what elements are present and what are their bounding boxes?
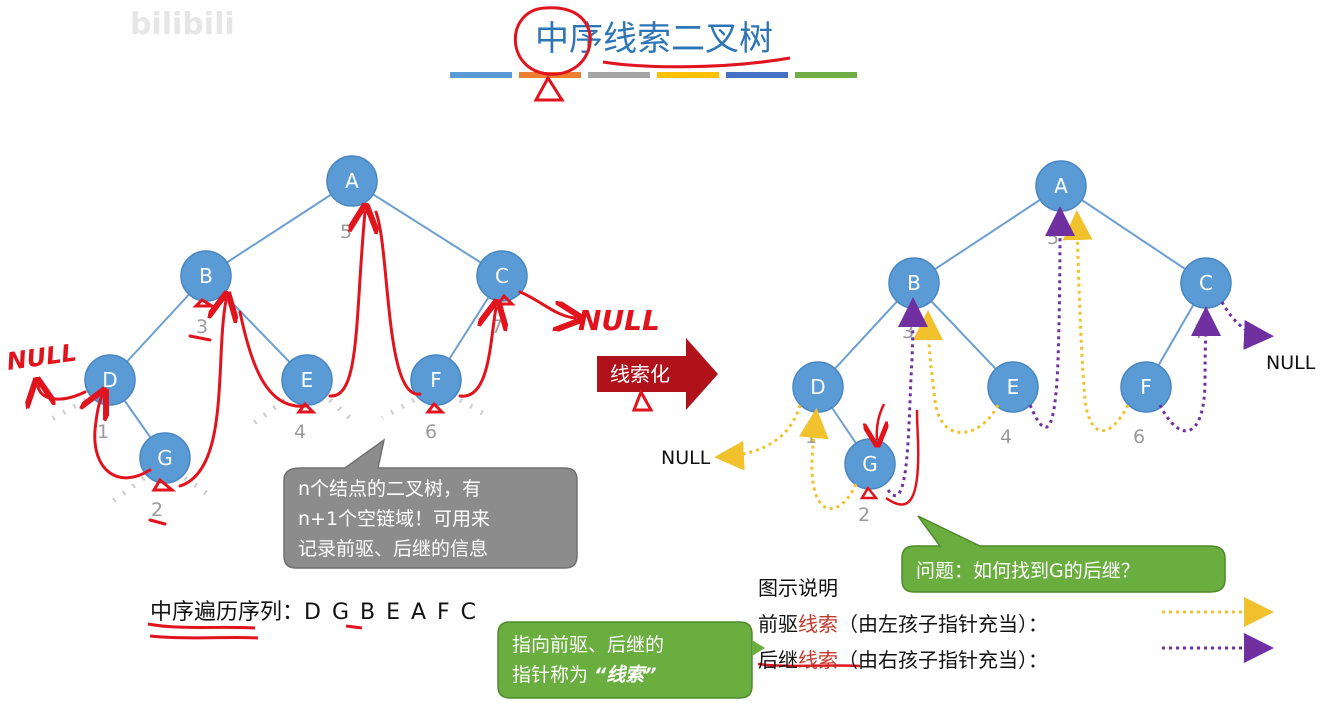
right-ink-annotation (859, 403, 920, 506)
left-tree-order-e: 4 (294, 421, 306, 443)
inorder-label: 中序遍历序列： (150, 600, 305, 625)
legend-ink (757, 662, 861, 668)
null-pointer-stub (328, 398, 354, 422)
null-pointer-stub (458, 397, 490, 419)
legend-succ-prefix: 后继 (758, 648, 798, 672)
left-tree-edge-a-c (351, 180, 503, 277)
left-tree-order-a: 5 (340, 221, 352, 243)
title-bar-segment (795, 72, 857, 78)
inorder-values: D G B E A F C (304, 600, 479, 625)
right-tree-node-e (987, 361, 1039, 413)
watermark: bilibili (130, 7, 235, 42)
threading-ink (631, 388, 654, 412)
right-tree-node-label-f: F (1140, 375, 1152, 399)
right-predecessor-threads (714, 210, 1130, 511)
gray-callout-line-2: n+1个空链域！可用来 (298, 508, 491, 530)
threading-arrow (597, 338, 718, 410)
right-tree-null-right: NULL (1266, 352, 1316, 374)
inorder-sequence: 中序遍历序列：D G B E A F C (150, 594, 478, 626)
gray-callout-line-1: n个结点的二叉树，有 (298, 478, 482, 500)
left-tree-node-label-a: A (345, 169, 359, 193)
question-callout (901, 515, 1226, 593)
green-callout-thread-term: “线索” (594, 664, 657, 686)
left-tree-order-b: 3 (196, 316, 208, 338)
title-ink-annotation (513, 6, 791, 102)
left-tree-node-label-e: E (301, 368, 314, 392)
title-bar-segment (450, 72, 512, 78)
legend-pred-row: 前驱线索（由左孩子指针充当）： (758, 606, 1048, 642)
right-tree-edge-a-b (913, 185, 1062, 284)
null-pointer-stub (110, 476, 146, 504)
left-tree-node-label-c: C (495, 264, 509, 288)
right-tree-order-f: 6 (1133, 426, 1145, 448)
left-ink-threads (38, 212, 575, 526)
green-callout-line-1: 指向前驱、后继的 (512, 634, 665, 656)
right-tree-node-label-c: C (1199, 271, 1213, 295)
page-title: 中序线索二叉树 (535, 19, 773, 59)
gray-callout (283, 438, 578, 569)
legend-pred-prefix: 前驱 (758, 612, 798, 636)
left-tree-order-g: 2 (151, 499, 163, 521)
legend-succ-word: 线索 (798, 648, 838, 672)
left-tree-edge-a-b (205, 180, 353, 277)
right-tree-order-c: 7 (1194, 321, 1206, 343)
left-tree-node-label-g: G (157, 446, 173, 470)
right-tree-node-label-g: G (862, 452, 878, 476)
left-tree-node-label-b: B (199, 264, 213, 288)
title-bar-segment (726, 72, 788, 78)
null-pointer-stub (48, 397, 88, 423)
question-callout-text: 问题：如何找到G的后继？ (916, 560, 1140, 582)
legend-pred-suffix: （由左孩子指针充当）： (838, 612, 1048, 636)
right-tree-order-g: 2 (858, 504, 870, 526)
threading-arrow-label: 线索化 (610, 362, 670, 386)
right-tree-node-label-e: E (1007, 375, 1020, 399)
title-bar-segment (657, 72, 719, 78)
right-tree-order-d: 1 (805, 426, 817, 448)
gray-callout-text: n个结点的二叉树，有 n+1个空链域！可用来 记录前驱、后继的信息 (298, 474, 490, 564)
right-tree-node-label-d: D (810, 375, 825, 399)
green-callout-text: 指向前驱、后继的 指针称为“线索” (512, 630, 664, 690)
legend-succ-suffix: （由右孩子指针充当）： (838, 648, 1048, 672)
right-successor-threads (886, 206, 1274, 497)
legend-title: 图示说明 (758, 576, 838, 600)
title-color-bar (450, 72, 857, 78)
right-tree-null-left: NULL (661, 447, 711, 469)
inorder-ink (147, 622, 363, 640)
right-tree-node-label-b: B (907, 271, 921, 295)
left-tree-order-f: 6 (425, 421, 437, 443)
right-tree-node-f (1120, 361, 1172, 413)
left-tree-node-label-f: F (430, 368, 442, 392)
right-null-label: NULL (578, 304, 660, 337)
right-tree-edge-a-c (1060, 185, 1207, 284)
legend: 图示说明 前驱线索（由左孩子指针充当）： 后继线索（由右孩子指针充当）： (758, 570, 1048, 678)
null-pointer-stub (248, 397, 287, 429)
left-tree-order-d: 1 (97, 421, 109, 443)
right-tree-node-label-a: A (1054, 174, 1068, 198)
left-tree-node-label-d: D (102, 368, 117, 392)
left-null-label: NULL (5, 338, 78, 375)
legend-succ-row: 后继线索（由右孩子指针充当）： (758, 642, 1048, 678)
right-tree-order-a: 5 (1047, 227, 1059, 249)
title-bar-segment (588, 72, 650, 78)
green-callout-line-2: 指针称为 (512, 664, 589, 686)
gray-callout-line-3: 记录前驱、后继的信息 (298, 538, 489, 560)
null-pointer-stub (380, 397, 416, 421)
thread-definition-callout (497, 621, 765, 699)
legend-pred-word: 线索 (798, 612, 838, 636)
right-tree-order-e: 4 (1000, 426, 1012, 448)
